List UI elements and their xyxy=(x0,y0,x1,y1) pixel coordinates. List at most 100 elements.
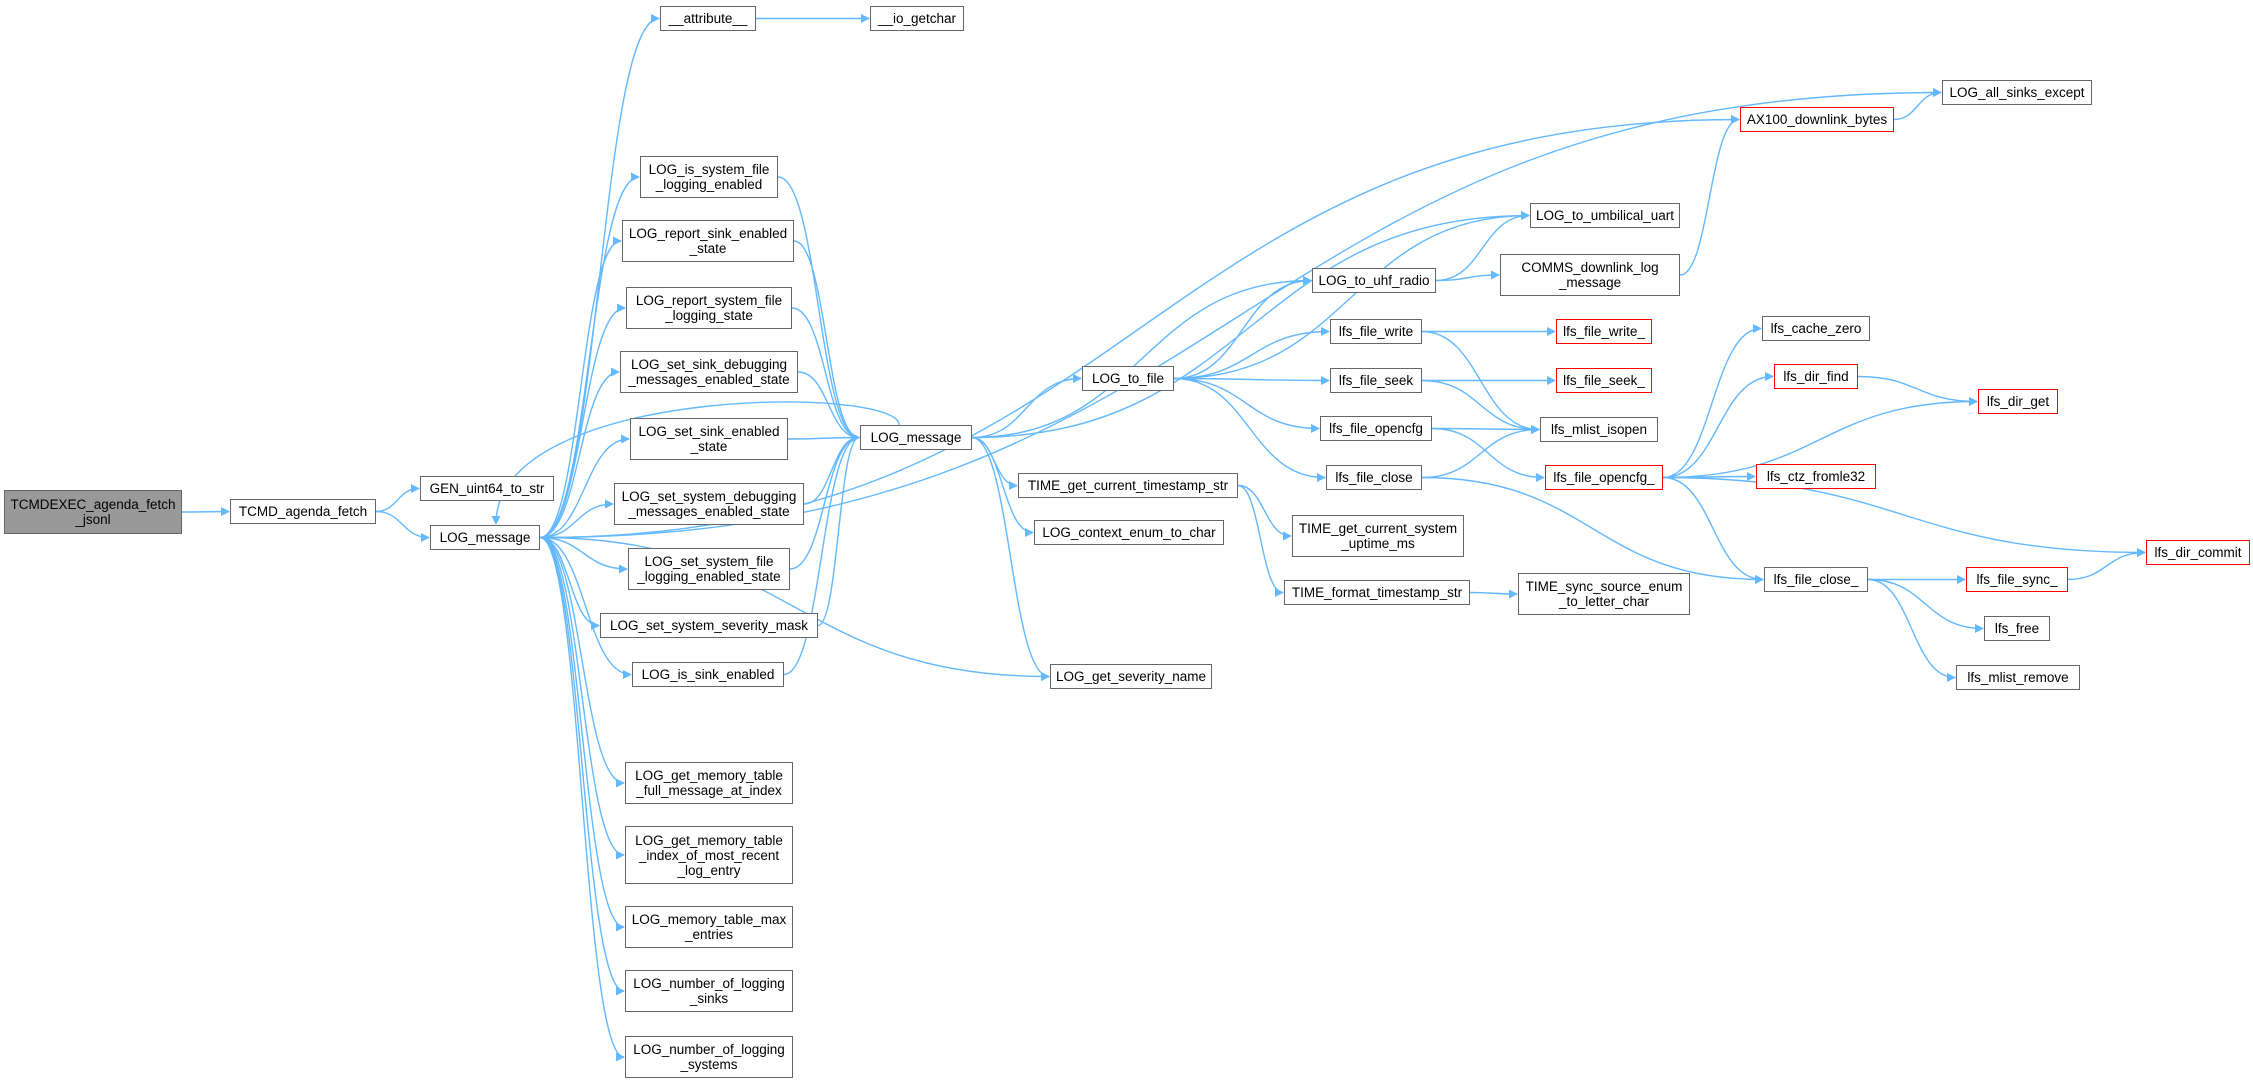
node-lfs-dir-get[interactable]: lfs_dir_get xyxy=(1978,389,2058,414)
node-lfs-mlist-remove[interactable]: lfs_mlist_remove xyxy=(1956,665,2080,690)
edge-log_message_a-to-log_is_sys_file xyxy=(539,172,640,539)
node-log-to-umbilical-uart[interactable]: LOG_to_umbilical_uart xyxy=(1530,203,1680,228)
node-lfs-file-opencfg-internal[interactable]: lfs_file_opencfg_ xyxy=(1545,465,1663,490)
edge-log_message_a-to-log_get_mem_full xyxy=(539,536,625,788)
node-lfs-free[interactable]: lfs_free xyxy=(1984,616,2050,641)
edge-log_is_sys_file-to-log_message_b xyxy=(777,176,860,442)
node-time-get-current-timestamp-str[interactable]: TIME_get_current_timestamp_str xyxy=(1018,473,1238,498)
node-lfs-file-close-internal[interactable]: lfs_file_close_ xyxy=(1764,567,1868,592)
node-log-set-system-file-logging-enabled-state[interactable]: LOG_set_system_file _logging_enabled_sta… xyxy=(628,548,790,590)
node-log-is-sink-enabled[interactable]: LOG_is_sink_enabled xyxy=(632,662,784,687)
edge-log_message_a-to-log_set_sys_debug xyxy=(539,499,614,539)
edge-log_to_file-to-lfs_file_write xyxy=(1173,327,1330,380)
edge-log_set_sink_enabled-to-log_message_b xyxy=(787,433,860,443)
node-log-get-severity-name[interactable]: LOG_get_severity_name xyxy=(1050,664,1212,689)
edge-lfs_file_opencfg_-to-lfs_dir_find xyxy=(1662,372,1774,479)
node-lfs-ctz-fromle32[interactable]: lfs_ctz_fromle32 xyxy=(1756,464,1876,489)
node-log-set-sink-enabled-state[interactable]: LOG_set_sink_enabled _state xyxy=(630,418,788,460)
node-log-is-system-file-logging-enabled[interactable]: LOG_is_system_file _logging_enabled xyxy=(640,156,778,198)
edge-lfs_file_opencfg_-to-lfs_cache_zero xyxy=(1662,324,1762,479)
edge-tcmdexec-to-tcmd_fetch xyxy=(181,507,230,517)
node-log-context-enum-to-char[interactable]: LOG_context_enum_to_char xyxy=(1034,520,1224,545)
edge-lfs_file_opencfg_-to-lfs_dir_commit xyxy=(1662,476,2146,557)
edge-time_cur_ts_str-to-time_fmt_ts xyxy=(1237,484,1284,597)
node-lfs-file-close[interactable]: lfs_file_close xyxy=(1326,465,1422,490)
node-io-getchar[interactable]: __io_getchar xyxy=(870,6,964,31)
edge-log_to_uhf-to-comms_dl_log xyxy=(1435,270,1500,282)
node-lfs-file-sync-internal[interactable]: lfs_file_sync_ xyxy=(1966,567,2068,592)
edge-log_to_file-to-lfs_file_seek xyxy=(1173,375,1330,385)
node-attribute[interactable]: __attribute__ xyxy=(660,6,756,31)
node-lfs-dir-find[interactable]: lfs_dir_find xyxy=(1774,364,1858,389)
edge-lfs_file_opencfg-to-lfs_mlist_isopen xyxy=(1431,424,1540,434)
edge-log_to_file-to-log_to_uhf xyxy=(1173,276,1312,380)
node-log-to-uhf-radio[interactable]: LOG_to_uhf_radio xyxy=(1312,268,1436,293)
node-log-set-sink-debugging-messages[interactable]: LOG_set_sink_debugging _messages_enabled… xyxy=(620,351,798,393)
node-lfs-file-write-internal[interactable]: lfs_file_write_ xyxy=(1556,319,1652,344)
edge-log_message_a-to-log_num_systems xyxy=(539,536,625,1062)
node-lfs-file-seek[interactable]: lfs_file_seek xyxy=(1330,368,1422,393)
edge-log_message_a-to-log_sev_name xyxy=(539,536,1050,681)
node-log-number-of-logging-sinks[interactable]: LOG_number_of_logging _sinks xyxy=(625,970,793,1012)
edge-log_message_a-to-log_num_sinks xyxy=(539,536,625,996)
edge-ax100_dl-to-log_all_sinks xyxy=(1893,88,1942,121)
edge-log_report_sys_file-to-log_message_b xyxy=(791,307,860,442)
edge-log_is_sink-to-log_message_b xyxy=(783,433,860,676)
node-gen-uint64-to-str[interactable]: GEN_uint64_to_str xyxy=(420,476,554,501)
edge-lfs_file_opencfg_-to-lfs_dir_get xyxy=(1662,397,1978,479)
node-log-to-file[interactable]: LOG_to_file xyxy=(1082,366,1174,391)
node-tcmdexec-agenda-fetch-jsonl[interactable]: TCMDEXEC_agenda_fetch _jsonl xyxy=(4,490,182,534)
node-log-set-system-debugging-messages[interactable]: LOG_set_system_debugging _messages_enabl… xyxy=(614,483,804,525)
edge-lfs_file_close_-to-lfs_free xyxy=(1867,578,1984,633)
edge-time_fmt_ts-to-time_sync_src xyxy=(1469,589,1518,599)
edge-lfs_file_opencfg_-to-lfs_file_close_ xyxy=(1662,476,1764,584)
node-time-sync-source-enum-to-letter-char[interactable]: TIME_sync_source_enum _to_letter_char xyxy=(1518,573,1690,615)
edge-comms_dl_log-to-ax100_dl xyxy=(1679,115,1740,276)
node-log-message-b[interactable]: LOG_message xyxy=(860,425,972,450)
edge-tcmd_fetch-to-log_message_a xyxy=(375,510,430,542)
edge-log_report_sink-to-log_message_b xyxy=(793,240,860,442)
edge-log_message_b-to-log_message_a xyxy=(491,401,900,525)
edge-log_to_file-to-lfs_file_close xyxy=(1173,377,1326,482)
node-lfs-mlist-isopen[interactable]: lfs_mlist_isopen xyxy=(1540,417,1658,442)
node-log-number-of-logging-systems[interactable]: LOG_number_of_logging _systems xyxy=(625,1036,793,1078)
edge-log_message_a-to-log_get_mem_index xyxy=(539,536,625,860)
edge-lfs_file_seek-to-lfs_mlist_isopen xyxy=(1421,379,1540,434)
node-time-format-timestamp-str[interactable]: TIME_format_timestamp_str xyxy=(1284,580,1470,605)
node-lfs-file-write[interactable]: lfs_file_write xyxy=(1330,319,1422,344)
node-ax100-downlink-bytes[interactable]: AX100_downlink_bytes xyxy=(1740,107,1894,132)
node-log-get-memory-table-index-most-recent[interactable]: LOG_get_memory_table _index_of_most_rece… xyxy=(625,826,793,884)
edge-log_to_uhf-to-log_to_umb xyxy=(1435,211,1530,282)
edge-log_message_a-to-log_report_sys_file xyxy=(539,303,626,539)
edge-log_message_a-to-log_set_sys_file xyxy=(539,536,628,574)
edge-log_message_a-to-log_set_sink_debug xyxy=(539,367,620,539)
node-log-all-sinks-except[interactable]: LOG_all_sinks_except xyxy=(1942,80,2092,105)
edge-log_set_sys_sev-to-log_message_b xyxy=(817,433,860,627)
node-lfs-file-opencfg[interactable]: lfs_file_opencfg xyxy=(1320,416,1432,441)
node-time-get-current-system-uptime-ms[interactable]: TIME_get_current_system _uptime_ms xyxy=(1292,515,1464,557)
edge-lfs_file_sync_-to-lfs_dir_commit xyxy=(2067,548,2146,581)
node-log-report-sink-enabled-state[interactable]: LOG_report_sink_enabled _state xyxy=(622,220,794,262)
edge-lfs_file_close-to-lfs_file_close_ xyxy=(1421,476,1764,584)
node-comms-downlink-log-message[interactable]: COMMS_downlink_log _message xyxy=(1500,254,1680,296)
node-log-message-a[interactable]: LOG_message xyxy=(430,525,540,550)
node-log-report-system-file-logging-state[interactable]: LOG_report_system_file _logging_state xyxy=(626,287,792,329)
node-lfs-dir-commit[interactable]: lfs_dir_commit xyxy=(2146,540,2250,565)
node-log-get-memory-table-full-message[interactable]: LOG_get_memory_table _full_message_at_in… xyxy=(625,762,793,804)
edge-tcmd_fetch-to-gen_uint64 xyxy=(375,484,420,513)
node-log-set-system-severity-mask[interactable]: LOG_set_system_severity_mask xyxy=(600,613,818,638)
node-tcmd-agenda-fetch[interactable]: TCMD_agenda_fetch xyxy=(230,499,376,524)
node-lfs-file-seek-internal[interactable]: lfs_file_seek_ xyxy=(1556,368,1652,393)
edge-time_cur_ts_str-to-time_uptime xyxy=(1237,484,1292,541)
edge-log_to_file-to-log_to_umb xyxy=(1173,211,1530,380)
edge-lfs_dir_find-to-lfs_dir_get xyxy=(1857,375,1978,406)
node-log-memory-table-max-entries[interactable]: LOG_memory_table_max _entries xyxy=(625,906,793,948)
edge-log_set_sink_debug-to-log_message_b xyxy=(797,371,860,442)
edge-log_message_b-to-log_to_file xyxy=(971,374,1082,439)
edge-log_message_a-to-log_mem_max xyxy=(539,536,625,932)
node-lfs-cache-zero[interactable]: lfs_cache_zero xyxy=(1762,316,1870,341)
edge-log_to_file-to-lfs_file_opencfg xyxy=(1173,377,1320,433)
edge-lfs_file_opencfg-to-lfs_file_opencfg_ xyxy=(1431,427,1545,482)
